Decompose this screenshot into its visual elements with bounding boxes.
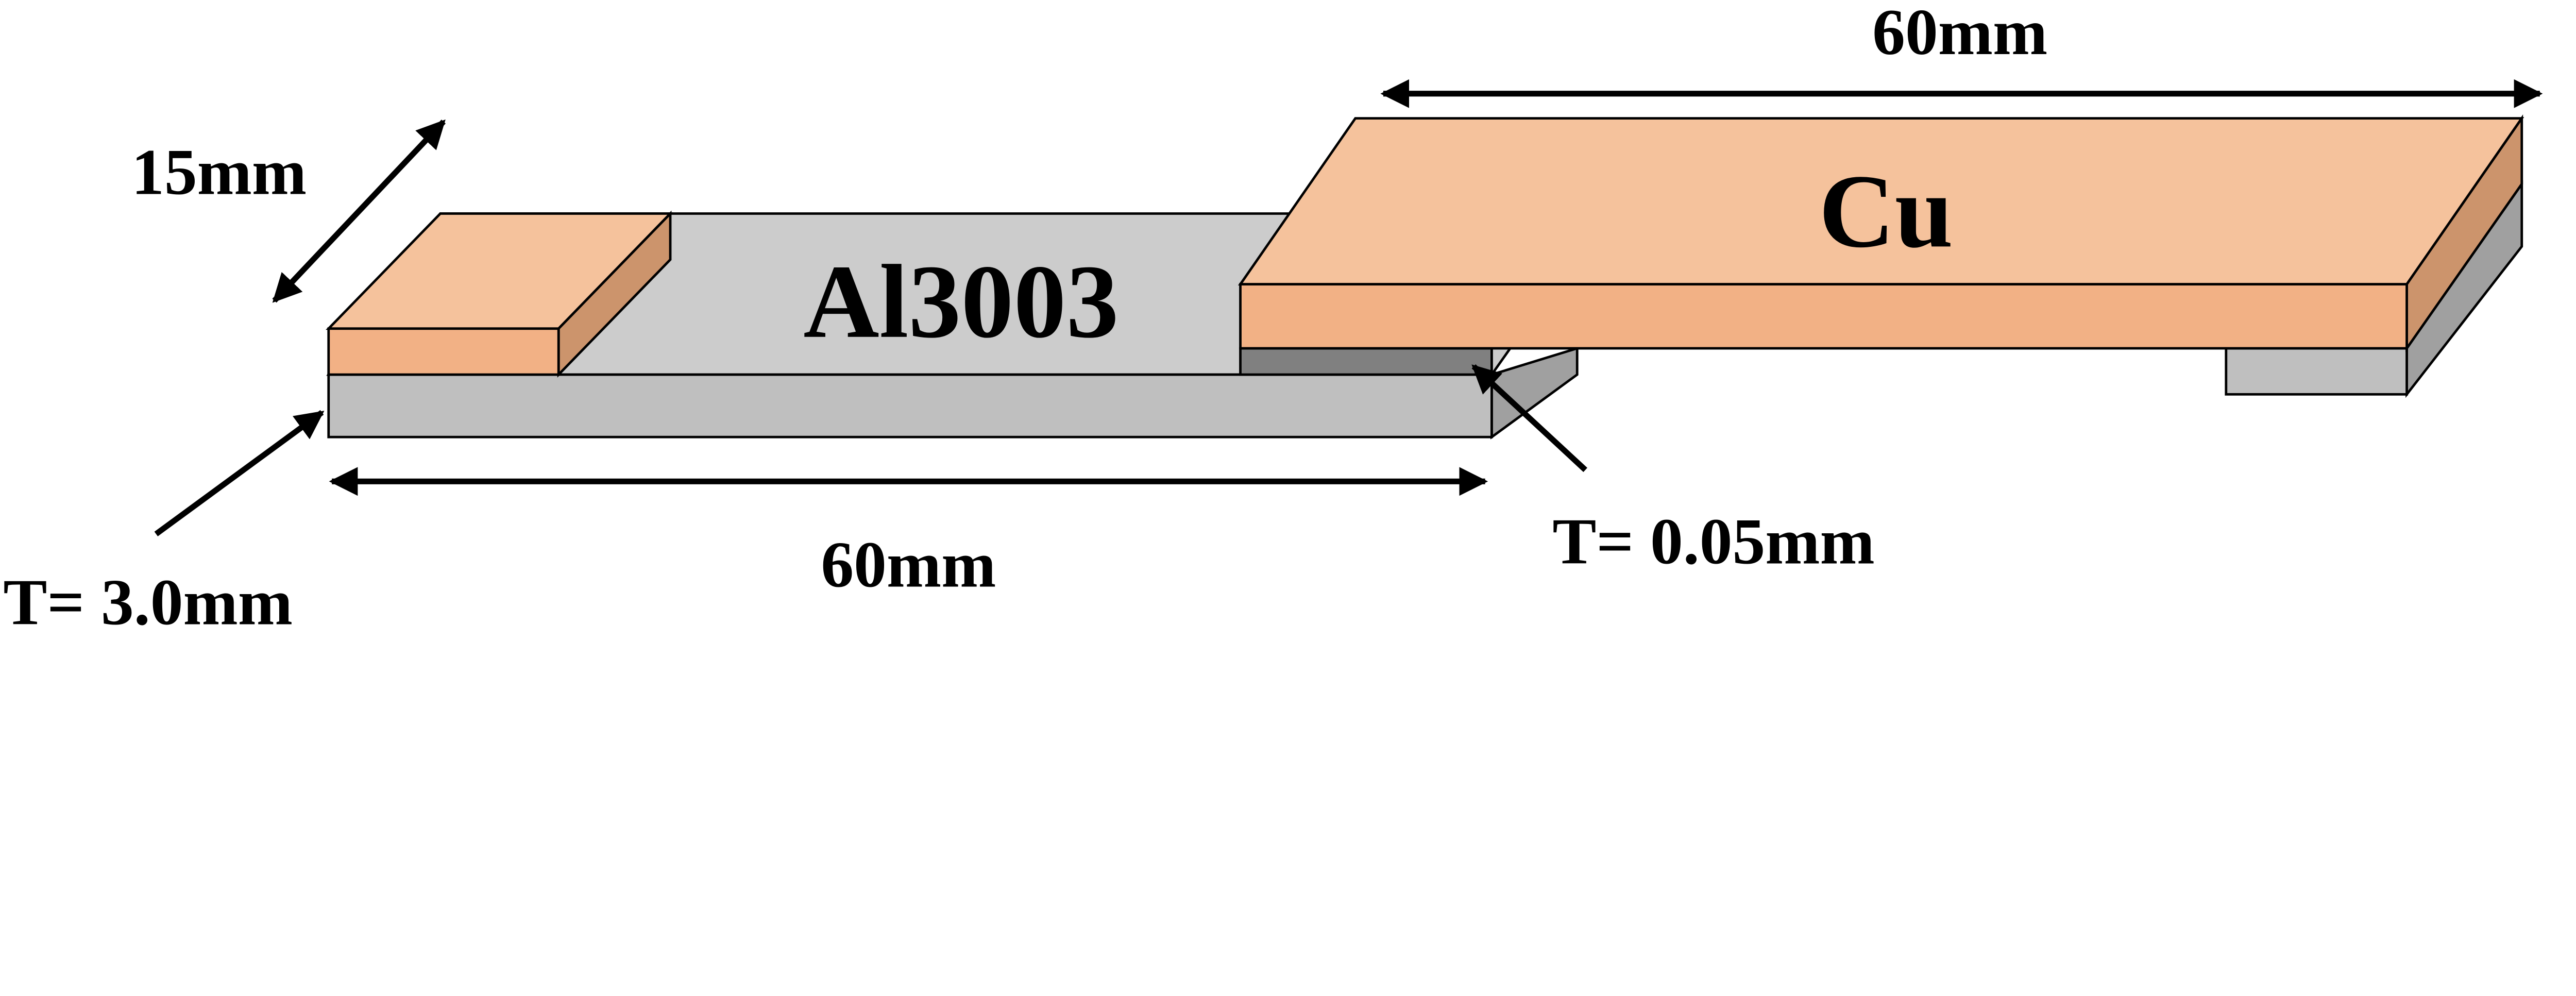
bottom-length-label: 60mm — [821, 528, 996, 601]
foil-layer — [1239, 347, 1493, 376]
width-dimension-arrow — [272, 119, 446, 303]
al-plate-front — [327, 373, 1493, 438]
al-thickness-label: T= 3.0mm — [3, 566, 293, 633]
cu-sheet-front — [1239, 283, 2408, 350]
bonding-specimen-diagram: 60mm 15mm 60mm T= 3.0mm T= 0.05mm Al3003… — [3, 0, 2543, 633]
al-material-label: Al3003 — [803, 244, 1118, 360]
top-length-label: 60mm — [1872, 0, 2047, 69]
foil-thickness-arrow — [1471, 364, 1587, 472]
foil-thickness-label: T= 0.05mm — [1552, 505, 1874, 578]
cu-block-front — [327, 327, 560, 376]
cu-underlayer-front — [2225, 347, 2408, 396]
width-label: 15mm — [131, 135, 307, 208]
al-thickness-arrow — [154, 410, 325, 536]
cu-material-label: Cu — [1819, 153, 1953, 269]
